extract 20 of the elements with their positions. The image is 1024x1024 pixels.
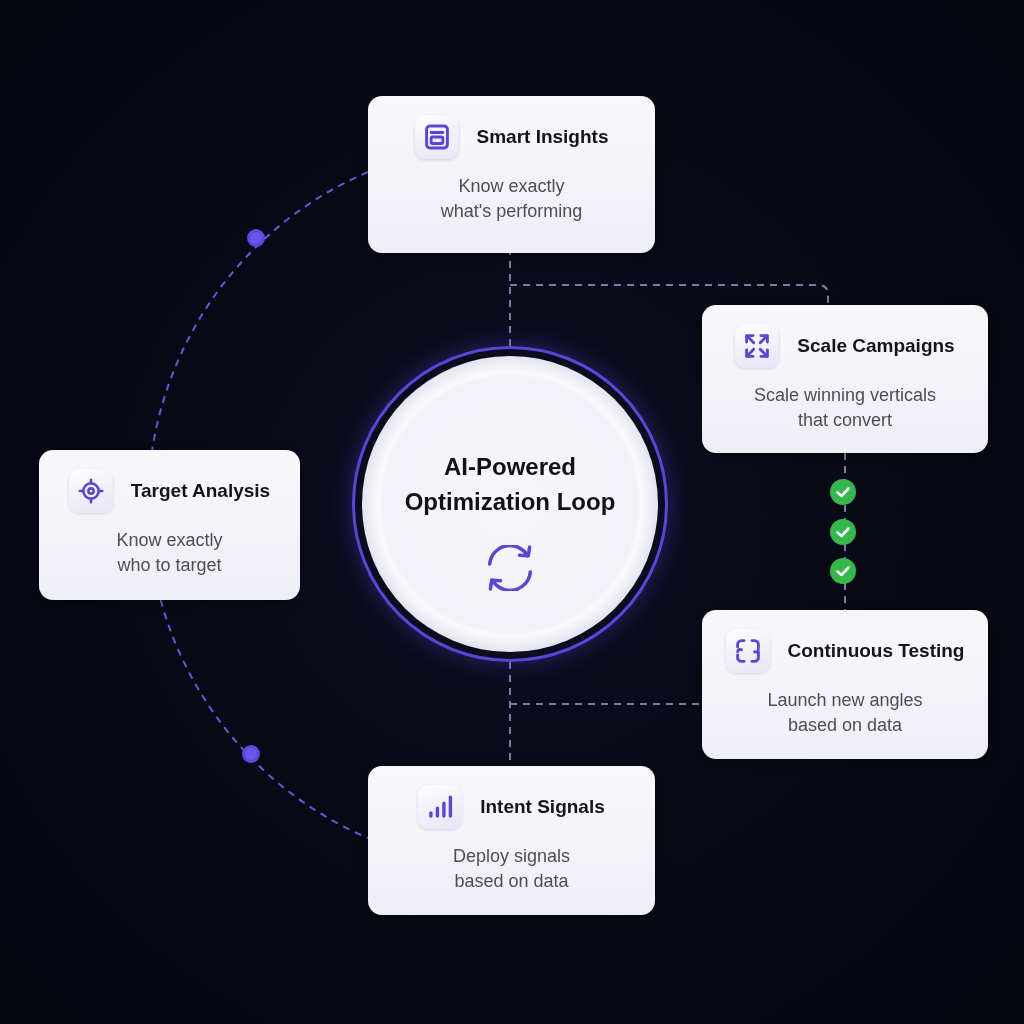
card-description: Know exactly who to target [115,529,224,577]
feature-card [702,305,988,453]
dashed-connector [509,284,829,306]
hub-title: AI-Powered Optimization Loop [403,452,617,517]
feature-card [368,96,655,253]
card-description: Deploy signals based on data [451,845,572,893]
dashed-arc-connector [159,599,369,839]
card-description: Scale winning verticals that convert [752,384,938,432]
dashed-connector [509,252,511,347]
card-description: Know exactly what's performing [439,175,584,223]
card-description: Launch new angles based on data [766,689,924,737]
card-title: Continuous Testing [787,639,965,663]
feature-card [39,450,300,600]
feature-card [368,766,655,915]
card-title: Scale Campaigns [797,334,955,358]
feature-card [702,610,988,759]
card-title: Target Analysis [130,479,271,503]
card-title: Intent Signals [480,795,605,819]
dashed-arc-connector [151,171,369,451]
card-title: Smart Insights [476,125,609,149]
